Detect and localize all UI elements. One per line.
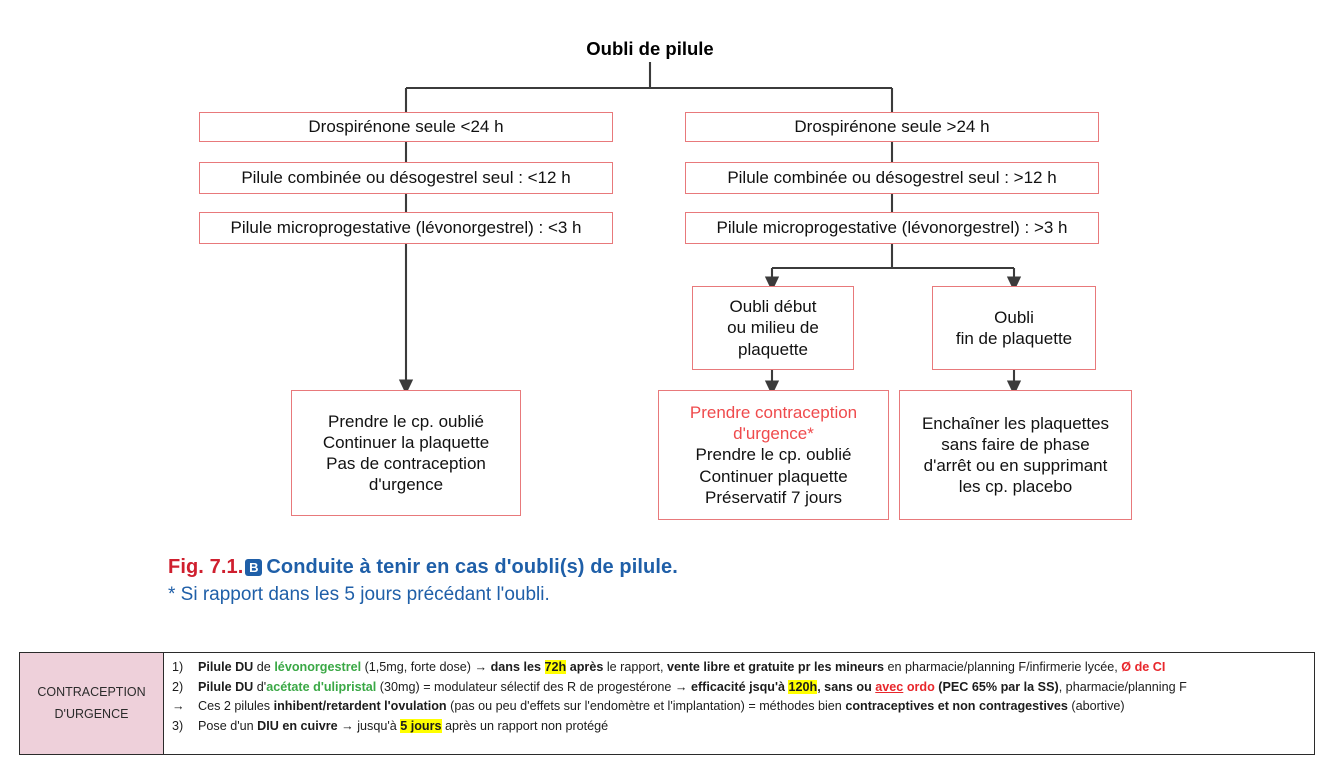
node-left-drospirenone[interactable]: Drospirénone seule <24 h (199, 112, 613, 142)
flowchart: Oubli de pilule Drospirénone seule <24 h… (199, 38, 1132, 520)
figure-number: Fig. 7.1. (168, 556, 244, 578)
node-right-microprogestative[interactable]: Pilule microprogestative (lévonorgestrel… (685, 212, 1099, 244)
node-text-line: Préservatif 7 jours (705, 487, 842, 507)
table-body: 1) Pilule DU de lévonorgestrel (1,5mg, f… (164, 653, 1314, 754)
node-text-line: ou milieu de (727, 318, 819, 338)
node-right-combinee[interactable]: Pilule combinée ou désogestrel seul : >1… (685, 162, 1099, 194)
flowchart-connectors (398, 62, 1022, 396)
node-left-microprogestative[interactable]: Pilule microprogestative (lévonorgestrel… (199, 212, 613, 244)
node-text-line: plaquette (738, 339, 808, 359)
node-text-line: d'urgence (368, 475, 444, 495)
table-row-header-contraception-urgence: CONTRACEPTION D'URGENCE (20, 653, 164, 754)
row-header-line1: CONTRACEPTION (37, 685, 146, 700)
node-text: Pilule combinée ou désogestrel seul : >1… (727, 168, 1057, 188)
node-outcome-middle[interactable]: Prendre contraception d'urgence* Prendre… (658, 390, 889, 520)
node-text-line: sans faire de phase (941, 434, 1090, 454)
list-item-text: Pose d'un DIU en cuivre → jusqu'à 5 jour… (198, 719, 609, 734)
node-outcome-left[interactable]: Prendre le cp. oublié Continuer la plaqu… (291, 390, 521, 516)
node-text-line: Enchaîner les plaquettes (921, 413, 1110, 433)
table-row: → Ces 2 pilules inhibent/retardent l'ovu… (172, 698, 1306, 715)
row-header-line2: D'URGENCE (54, 706, 129, 721)
table-row: 3) Pose d'un DIU en cuivre → jusqu'à 5 j… (172, 718, 1306, 735)
node-oubli-fin-plaquette[interactable]: Oubli fin de plaquette (932, 286, 1096, 370)
table-row: 2) Pilule DU d'acétate d'ulipristal (30m… (172, 679, 1306, 696)
list-marker: 3) (172, 719, 184, 734)
node-right-drospirenone[interactable]: Drospirénone seule >24 h (685, 112, 1099, 142)
list-item-text: Pilule DU de lévonorgestrel (1,5mg, fort… (198, 660, 1166, 674)
node-text: Drospirénone seule >24 h (794, 117, 990, 137)
node-text-line: les cp. placebo (958, 477, 1073, 497)
caption-footnote: * Si rapport dans les 5 jours précédant … (168, 584, 550, 605)
node-text: Drospirénone seule <24 h (308, 117, 504, 137)
node-text-line-red: Prendre contraception (689, 402, 858, 422)
node-text-line-red: d'urgence* (733, 424, 814, 444)
list-item-text: Ces 2 pilules inhibent/retardent l'ovula… (198, 699, 1125, 714)
node-text-line: Oubli début (729, 297, 817, 317)
node-text-line: Oubli (994, 307, 1034, 327)
node-text-line: Continuer la plaquette (322, 432, 490, 452)
list-marker: 1) (172, 660, 184, 674)
list-marker: 2) (172, 679, 184, 694)
list-marker: → (172, 699, 185, 714)
node-text-line: Prendre le cp. oublié (328, 411, 484, 431)
contraception-urgence-table: CONTRACEPTION D'URGENCE 1) Pilule DU de … (19, 652, 1315, 755)
node-text: Pilule combinée ou désogestrel seul : <1… (241, 168, 571, 188)
node-text: Pilule microprogestative (lévonorgestrel… (716, 218, 1068, 238)
node-text-line: Pas de contraception (326, 454, 486, 473)
node-text: Pilule microprogestative (lévonorgestrel… (230, 218, 582, 238)
node-outcome-right[interactable]: Enchaîner les plaquettes sans faire de p… (899, 390, 1132, 520)
list-item-text: Pilule DU d'acétate d'ulipristal (30mg) … (198, 679, 1187, 694)
flowchart-root-title: Oubli de pilule (586, 38, 714, 59)
node-oubli-debut-milieu[interactable]: Oubli début ou milieu de plaquette (692, 286, 854, 370)
node-text-line: d'arrêt ou en supprimant (923, 456, 1108, 475)
table-row: 1) Pilule DU de lévonorgestrel (1,5mg, f… (172, 659, 1306, 676)
node-text-line: Prendre le cp. oublié (695, 445, 852, 465)
rank-b-badge-icon: B (245, 559, 263, 576)
caption-title-text: Conduite à tenir en cas d'oubli(s) de pi… (266, 556, 678, 578)
node-left-combinee[interactable]: Pilule combinée ou désogestrel seul : <1… (199, 162, 613, 194)
node-text-line: fin de plaquette (955, 329, 1073, 348)
node-text-line: Continuer plaquette (699, 466, 848, 486)
